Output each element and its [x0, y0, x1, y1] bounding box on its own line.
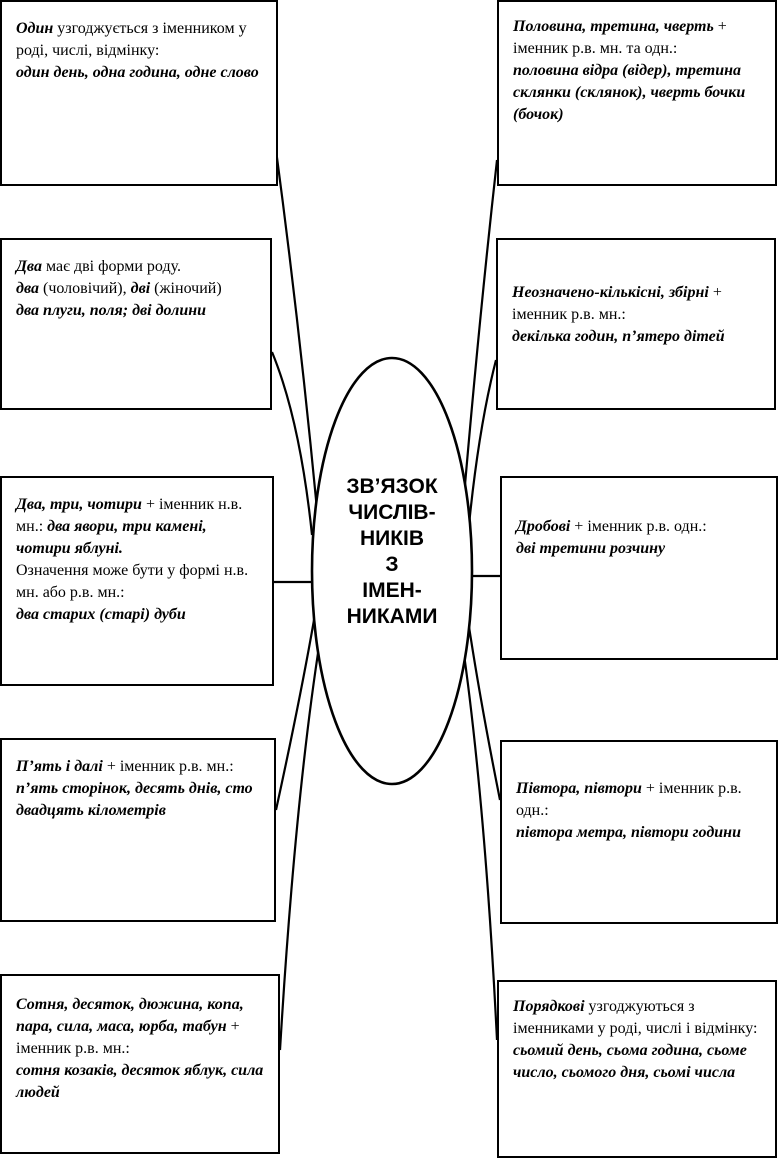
- lead-text: Дробові: [516, 518, 571, 535]
- lead-text: Один: [16, 20, 54, 37]
- rule-text: має дві форми роду.: [41, 258, 181, 275]
- connector-left-5: [278, 639, 322, 1051]
- example-text: два старих (старі) дуби: [16, 606, 186, 623]
- example-inline-text: два явори, три камені, чотири яблуні.: [16, 518, 207, 557]
- example-text: дві третини розчину: [516, 540, 666, 557]
- box-polovyna-tretyna: Половина, третина, чверть + іменник р.в.…: [497, 0, 777, 186]
- rule-text: + іменник р.в. мн.:: [102, 758, 234, 775]
- lead-text: Половина, третина, чверть: [513, 18, 714, 35]
- center-ellipse: [310, 356, 474, 786]
- connector-left-1: [274, 149, 320, 521]
- connector-right-5: [460, 639, 499, 1041]
- box-piat-i-dali: П’ять і далі + іменник р.в. мн.: п’ять с…: [0, 738, 276, 922]
- lead-text: П’ять і далі: [16, 758, 103, 775]
- example-text: половина відра (відер), третина склянки …: [513, 62, 746, 123]
- example-text: сьомий день, сьома година, сьоме число, …: [513, 1042, 747, 1081]
- box-drobovi: Дробові + іменник р.в. одн.: дві третини…: [500, 476, 778, 660]
- form-masculine: два: [16, 280, 39, 297]
- rule-text: + іменник р.в. мн. та одн.:: [513, 18, 727, 57]
- box-pivtora-pivtory: Півтора, півтори + іменник р.в. одн.: пі…: [500, 740, 778, 924]
- rule-text-2: Означення може бути у формі н.в. мн. або…: [16, 562, 249, 601]
- rule-text: + іменник р.в. одн.:: [516, 780, 742, 819]
- center-title: ЗВ’ЯЗОК ЧИСЛІВ- НИКІВ З ІМЕН- НИКАМИ: [346, 475, 438, 628]
- gender-forms-line: два (чоловічий), дві (жіночий): [16, 278, 260, 300]
- example-text: декілька годин, п’ятеро дітей: [512, 328, 725, 345]
- example-text: сотня козаків, десяток яблук, сила людей: [16, 1062, 264, 1101]
- lead-text: Неозначено-кількісні, збірні: [512, 284, 709, 301]
- box-sotnia-desiatok: Сотня, десяток, дюжина, копа, пара, сила…: [0, 974, 280, 1154]
- lead-text: Півтора, півтори: [516, 780, 642, 797]
- rule-text: + іменник р.в. одн.:: [570, 518, 707, 535]
- form-masculine-note: (чоловічий),: [38, 280, 131, 297]
- lead-text: Два, три, чотири: [16, 496, 142, 513]
- box-poriadkovi: Порядкові узгоджуються з іменниками у ро…: [497, 980, 777, 1158]
- box-dva-try-chotyry: Два, три, чотири + іменник н.в. мн.: два…: [0, 476, 274, 686]
- connector-right-1: [460, 159, 499, 521]
- lead-text: Два: [16, 258, 42, 275]
- example-text: два плуги, поля; дві долини: [16, 302, 207, 319]
- connector-left-2: [270, 351, 314, 536]
- connector-right-4: [466, 619, 502, 801]
- form-feminine-note: (жіночий): [150, 280, 222, 297]
- rule-text: + іменник р.в. мн.:: [16, 1018, 240, 1057]
- example-text: один день, одна година, одне слово: [16, 64, 259, 81]
- connector-right-2: [466, 359, 498, 536]
- box-neoznacheno-kilkisni: Неозначено-кількісні, збірні + іменник р…: [496, 238, 776, 410]
- lead-text: Порядкові: [513, 998, 585, 1015]
- rule-text: узгоджується з іменником у роді, числі, …: [16, 20, 247, 59]
- rule-text: узгоджуються з іменниками у роді, числі …: [513, 998, 758, 1037]
- example-text: п’ять сторінок, десять днів, сто двадцят…: [16, 780, 253, 819]
- lead-text: Сотня, десяток, дюжина, копа, пара, сила…: [16, 996, 244, 1035]
- example-text: півтора метра, півтори години: [516, 824, 741, 841]
- connector-left-4: [274, 619, 316, 811]
- rule-text: + іменник н.в. мн.:: [16, 496, 243, 535]
- box-odyn: Один узгоджується з іменником у роді, чи…: [0, 0, 278, 186]
- box-dva: Два має дві форми роду. два (чоловічий),…: [0, 238, 272, 410]
- form-feminine: дві: [130, 280, 151, 297]
- rule-text: + іменник р.в. мн.:: [512, 284, 722, 323]
